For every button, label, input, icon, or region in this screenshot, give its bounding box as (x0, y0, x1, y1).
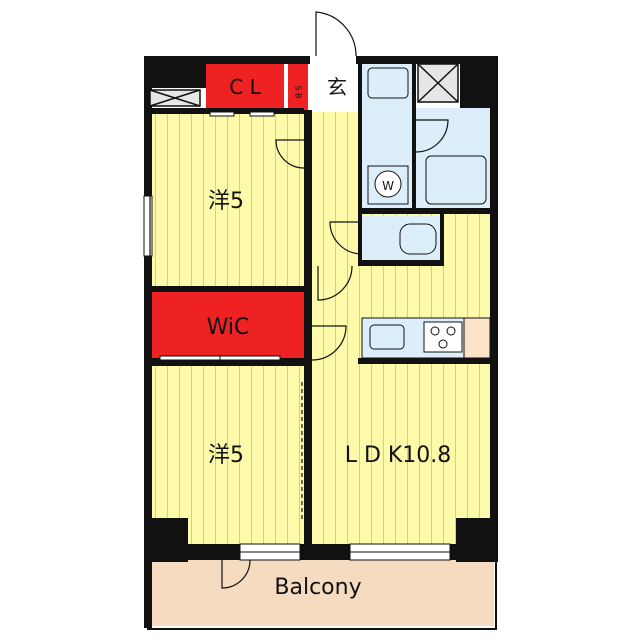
bathtub-icon (425, 155, 487, 205)
wash-basin-icon (367, 67, 409, 99)
shoe-box-label: S B (294, 85, 303, 98)
bedroom-top-label: 洋5 (208, 189, 244, 214)
washer-label: W (382, 179, 394, 193)
entrance-floor (310, 62, 360, 112)
walk-in-closet-label: WiC (207, 315, 250, 340)
ldk-floor (312, 212, 490, 544)
balcony-label: Balcony (274, 575, 361, 600)
door-icon (149, 11, 449, 589)
shoe-box-area (288, 64, 308, 110)
sink-icon (369, 324, 405, 350)
ventilation-icon (417, 63, 459, 103)
balcony-floor (152, 560, 494, 626)
bedroom-bottom-floor (152, 366, 304, 544)
walls (144, 56, 498, 628)
bedroom-top-floor (152, 112, 304, 288)
stove-icon (423, 321, 463, 353)
ldk-label: L D K10.8 (345, 443, 452, 468)
closet-label: C L (229, 75, 261, 99)
bedroom-bottom-label: 洋5 (208, 443, 244, 468)
toilet-icon (399, 223, 437, 255)
closet-area (206, 64, 284, 110)
ventilation-icon (149, 89, 201, 107)
walk-in-closet-area (152, 292, 304, 358)
entrance-label: 玄 (327, 75, 347, 99)
